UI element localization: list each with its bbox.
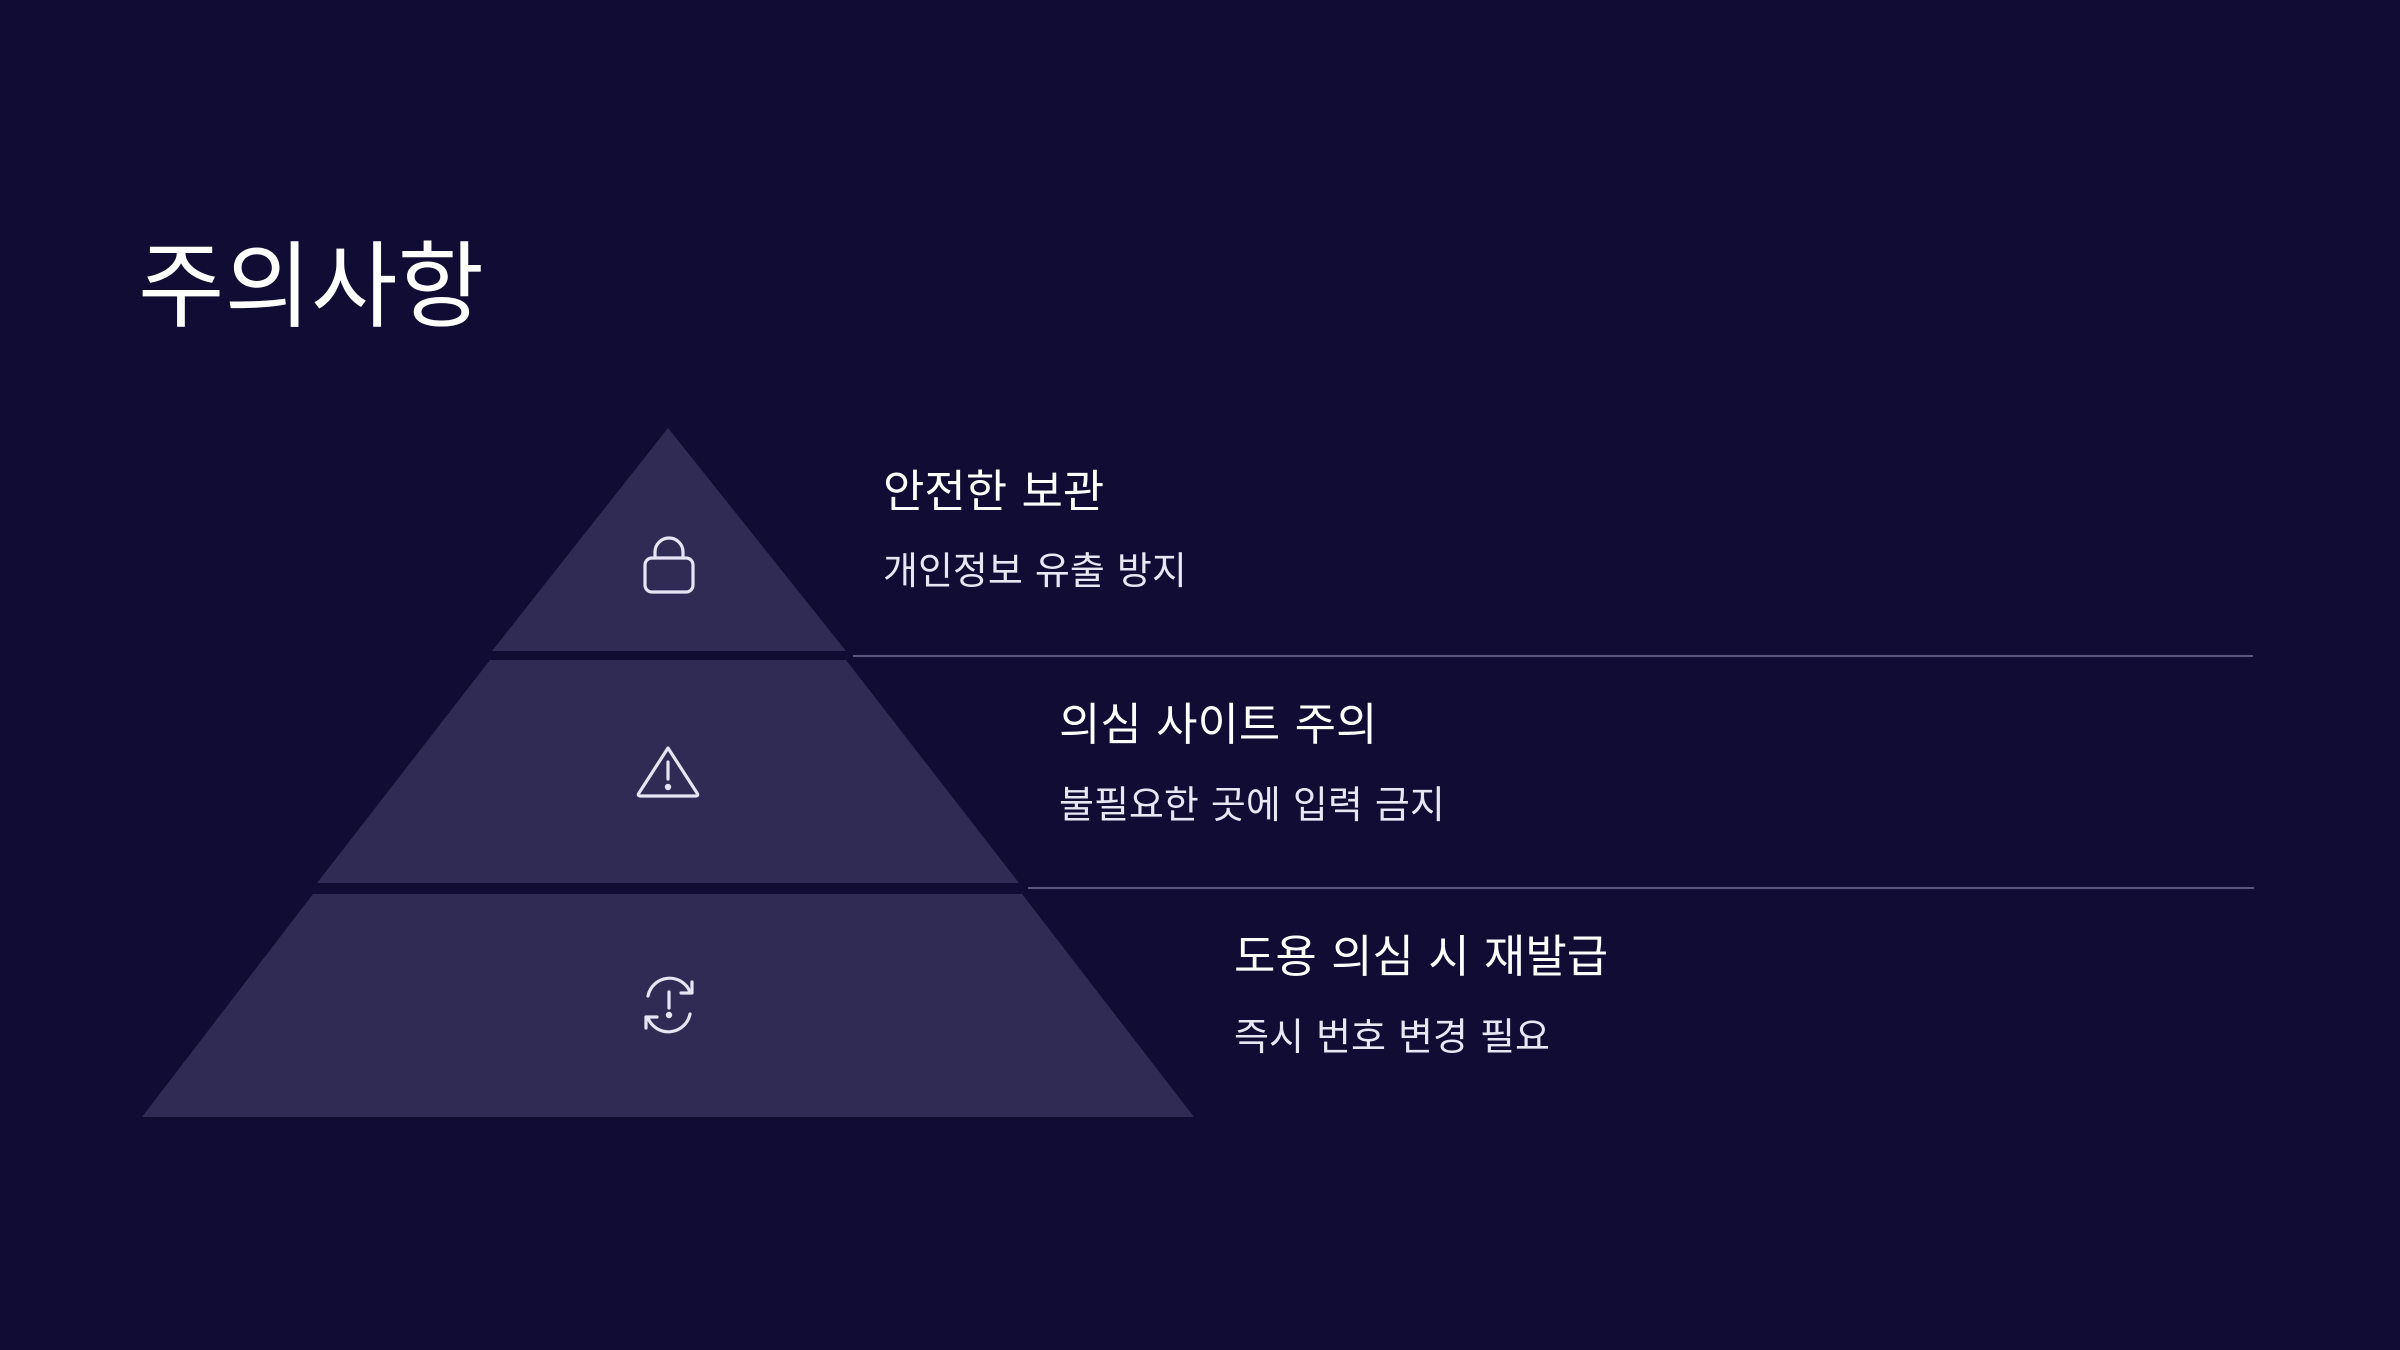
tier-3-title: 도용 의심 시 재발급 xyxy=(1234,930,1609,983)
slide-title: 주의사항 xyxy=(138,233,484,342)
warning-icon xyxy=(636,746,700,798)
tier-1-description: 개인정보 유출 방지 xyxy=(883,549,1187,593)
tier-1-title: 안전한 보관 xyxy=(883,465,1105,518)
tier-2-description: 불필요한 곳에 입력 금지 xyxy=(1059,783,1445,827)
tier-2-title: 의심 사이트 주의 xyxy=(1059,698,1378,751)
tier-3-description: 즉시 번호 변경 필요 xyxy=(1234,1015,1550,1059)
lock-icon xyxy=(643,536,695,594)
refresh-alert-icon xyxy=(644,976,694,1034)
